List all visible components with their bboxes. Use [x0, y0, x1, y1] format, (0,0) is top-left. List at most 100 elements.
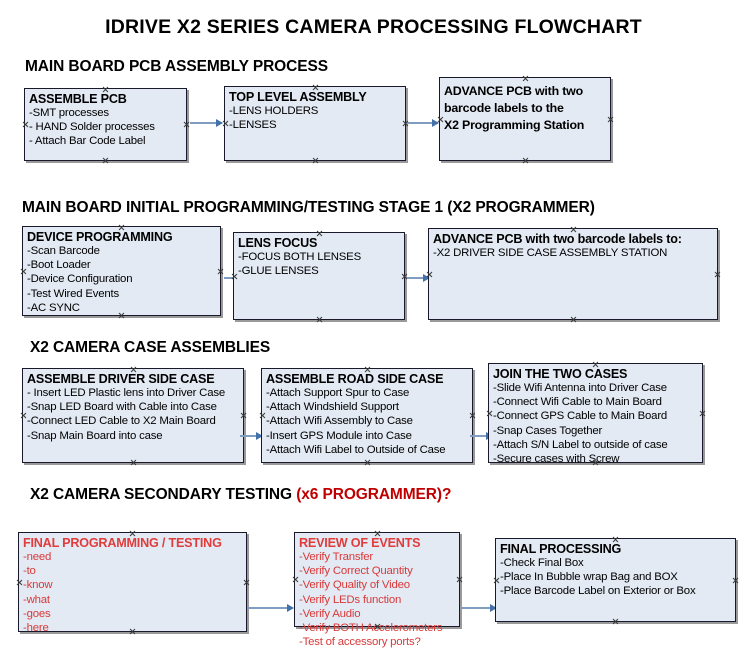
node-line: -Verify Transfer: [299, 551, 374, 563]
section-heading-initial-programming: MAIN BOARD INITIAL PROGRAMMING/TESTING S…: [22, 199, 595, 216]
node-line: -Insert GPS Module into Case: [266, 429, 412, 442]
resize-handle-bottom[interactable]: [612, 618, 619, 625]
node-line: -Verify Audio: [299, 607, 361, 620]
node-line: -Place In Bubble wrap Bag and BOX: [500, 571, 678, 584]
node-line: -Connect LED Cable to X2 Main Board: [27, 415, 216, 428]
node-body: LENS FOCUS -FOCUS BOTH LENSES -GLUE LENS…: [234, 233, 404, 280]
node-line: -Snap Cases Together: [493, 424, 603, 437]
node-line: -SMT processes: [29, 107, 109, 119]
node-body: JOIN THE TWO CASES -Slide Wifi Antenna i…: [489, 364, 702, 468]
node-line: -Scan Barcode: [27, 245, 100, 257]
node-title: JOIN THE TWO CASES: [493, 367, 628, 381]
resize-handle-bottom[interactable]: [316, 316, 323, 323]
node-line: -Attach Wifi Label to Outside of Case: [266, 443, 446, 456]
node-line: -need: [23, 551, 52, 563]
connector-lens-focus-to-advance-pcb-driver: [407, 277, 429, 279]
node-line: -GLUE LENSES: [238, 265, 319, 278]
node-line: -FOCUS BOTH LENSES: [238, 251, 361, 263]
connector-assemble-pcb-to-top-level: [190, 122, 222, 124]
node-body: ADVANCE PCB with two barcode labels to t…: [440, 78, 610, 136]
node-line: -Slide Wifi Antenna into Driver Case: [493, 382, 667, 394]
node-body: REVIEW OF EVENTS -Verify Transfer -Verif…: [295, 533, 459, 651]
node-title: ASSEMBLE PCB: [29, 92, 127, 106]
node-line: -here: [23, 622, 49, 635]
node-top-level-assembly[interactable]: TOP LEVEL ASSEMBLY -LENS HOLDERS -LENSES: [224, 86, 406, 161]
node-line: -LENSES: [229, 119, 277, 132]
node-assemble-pcb[interactable]: ASSEMBLE PCB -SMT processes - HAND Solde…: [24, 88, 187, 161]
node-line: -Device Configuration: [27, 273, 133, 286]
node-assemble-driver-side-case[interactable]: ASSEMBLE DRIVER SIDE CASE - Insert LED P…: [22, 368, 244, 463]
node-line: -Attach Support Spur to Case: [266, 387, 410, 399]
section-heading-pcb-assembly: MAIN BOARD PCB ASSEMBLY PROCESS: [25, 58, 328, 75]
node-title: ADVANCE PCB with two barcode labels to:: [433, 232, 682, 246]
node-line: -Place Barcode Label on Exterior or Box: [500, 585, 696, 598]
node-line: - Attach Bar Code Label: [29, 135, 146, 148]
section-heading-text: X2 CAMERA SECONDARY TESTING: [30, 486, 297, 503]
node-lens-focus[interactable]: LENS FOCUS -FOCUS BOTH LENSES -GLUE LENS…: [233, 232, 405, 320]
page-title: IDRIVE X2 SERIES CAMERA PROCESSING FLOWC…: [105, 16, 642, 38]
resize-handle-bottom[interactable]: [570, 316, 577, 323]
node-assemble-road-side-case[interactable]: ASSEMBLE ROAD SIDE CASE -Attach Support …: [261, 368, 473, 463]
node-line: -Snap Main Board into case: [27, 429, 163, 442]
section-heading-accent: (x6 PROGRAMMER)?: [296, 486, 452, 503]
node-line: -to: [23, 565, 36, 578]
node-title: ADVANCE PCB with two: [444, 84, 583, 98]
node-title: LENS FOCUS: [238, 236, 318, 250]
node-line: X2 Programming Station: [444, 118, 585, 132]
node-line-overflow: -Test of accessory ports?: [299, 636, 421, 649]
node-title: REVIEW OF EVENTS: [299, 536, 421, 550]
node-line: -X2 DRIVER SIDE CASE ASSEMBLY STATION: [433, 247, 668, 259]
section-heading-case-assemblies: X2 CAMERA CASE ASSEMBLIES: [30, 339, 271, 356]
node-body: FINAL PROGRAMMING / TESTING -need -to -k…: [19, 533, 246, 637]
section-heading-secondary-testing: X2 CAMERA SECONDARY TESTING (x6 PROGRAMM…: [30, 486, 451, 504]
node-body: ASSEMBLE DRIVER SIDE CASE - Insert LED P…: [23, 369, 243, 445]
connector-driver-case-to-road-case: [240, 435, 262, 437]
node-line: - Insert LED Plastic lens into Driver Ca…: [27, 387, 225, 399]
resize-handle-right[interactable]: [714, 271, 721, 278]
node-advance-pcb-driver-side-station[interactable]: ADVANCE PCB with two barcode labels to: …: [428, 228, 718, 320]
node-body: FINAL PROCESSING -Check Final Box -Place…: [496, 539, 735, 601]
node-line: -what: [23, 593, 50, 606]
node-line: -Connect GPS Cable to Main Board: [493, 410, 668, 423]
node-review-of-events[interactable]: REVIEW OF EVENTS -Verify Transfer -Verif…: [294, 532, 460, 648]
node-line: -Snap LED Board with Cable into Case: [27, 401, 217, 414]
node-title: ASSEMBLE ROAD SIDE CASE: [266, 372, 444, 386]
connector-final-programming-to-review: [248, 607, 293, 609]
node-line: -Test Wired Events: [27, 287, 119, 300]
node-title: ASSEMBLE DRIVER SIDE CASE: [27, 372, 215, 386]
node-line: -Connect Wifi Cable to Main Board: [493, 396, 662, 409]
connector-review-to-final-processing: [461, 607, 496, 609]
node-body: TOP LEVEL ASSEMBLY -LENS HOLDERS -LENSES: [225, 87, 405, 134]
node-line: -AC SYNC: [27, 301, 80, 314]
node-line: -LENS HOLDERS: [229, 105, 319, 117]
node-device-programming[interactable]: DEVICE PROGRAMMING -Scan Barcode -Boot L…: [22, 226, 221, 316]
node-join-the-two-cases[interactable]: JOIN THE TWO CASES -Slide Wifi Antenna i…: [488, 363, 703, 465]
connector-road-case-to-join-cases: [470, 435, 492, 437]
node-line: - HAND Solder processes: [29, 121, 155, 134]
node-advance-pcb-programming-station[interactable]: ADVANCE PCB with two barcode labels to t…: [439, 77, 611, 161]
connector-top-level-to-advance-pcb: [408, 122, 438, 124]
node-line: -Verify LEDs function: [299, 593, 402, 606]
node-title: FINAL PROCESSING: [500, 542, 622, 556]
node-line: -Attach Wifi Assembly to Case: [266, 415, 413, 428]
node-line: -goes: [23, 607, 51, 620]
node-line: -Check Final Box: [500, 557, 584, 569]
node-line: -Verify BOTH Accelerometers: [299, 622, 443, 635]
resize-handle-bottom[interactable]: [102, 157, 109, 164]
node-line: -Attach Windshield Support: [266, 401, 399, 414]
node-body: DEVICE PROGRAMMING -Scan Barcode -Boot L…: [23, 227, 220, 317]
node-line: -Secure cases with Screw: [493, 453, 620, 466]
resize-handle-bottom[interactable]: [130, 459, 137, 466]
node-line: -Verify Correct Quantity: [299, 565, 413, 578]
node-title: FINAL PROGRAMMING / TESTING: [23, 536, 222, 550]
node-line: -Verify Quality of Video: [299, 579, 410, 592]
node-final-processing[interactable]: FINAL PROCESSING -Check Final Box -Place…: [495, 538, 736, 622]
resize-handle-bottom[interactable]: [522, 157, 529, 164]
node-line: -know: [23, 579, 53, 592]
node-title: DEVICE PROGRAMMING: [27, 230, 173, 244]
node-body: ASSEMBLE ROAD SIDE CASE -Attach Support …: [262, 369, 472, 459]
resize-handle-bottom[interactable]: [364, 459, 371, 466]
node-final-programming-testing[interactable]: FINAL PROGRAMMING / TESTING -need -to -k…: [18, 532, 247, 634]
resize-handle-bottom[interactable]: [312, 157, 319, 164]
